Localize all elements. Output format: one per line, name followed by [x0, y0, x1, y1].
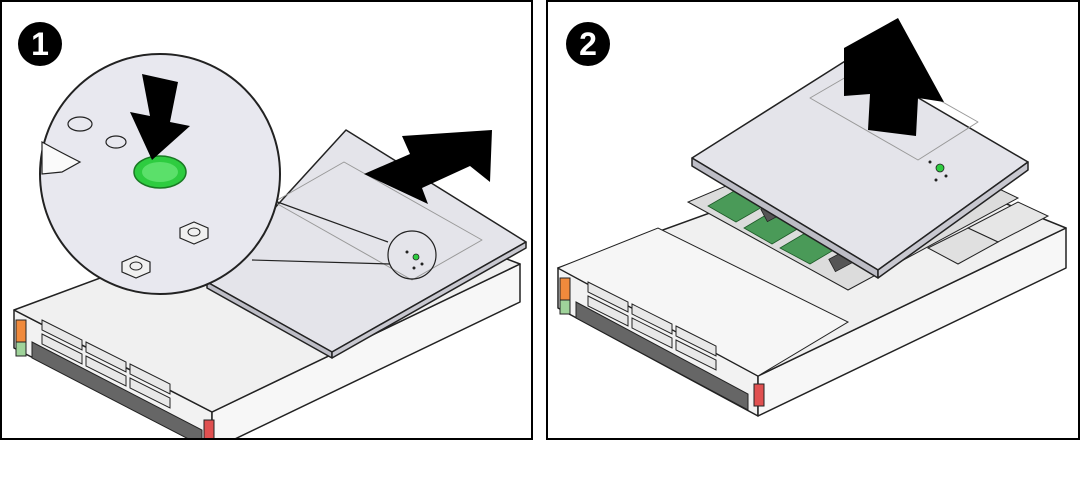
callout-leader-top — [271, 199, 389, 243]
callout-leader-bottom — [251, 259, 391, 265]
front-bezel — [559, 277, 765, 411]
front-bezel — [15, 319, 215, 438]
press-down-arrow-icon — [130, 74, 190, 160]
top-cover — [206, 129, 527, 359]
step-1-illustration — [13, 53, 527, 438]
step-2-illustration — [556, 18, 1067, 417]
step-number-badge: 2 — [566, 22, 610, 66]
lifted-top-cover — [691, 57, 1029, 279]
step-number-badge: 1 — [18, 22, 62, 66]
cover-release-area — [387, 230, 437, 280]
lift-arrow-icon — [844, 18, 944, 136]
step-2-panel: 2 — [546, 0, 1080, 440]
cover-release-button — [928, 160, 948, 182]
step-1-panel: 1 — [0, 0, 533, 440]
release-button-icon — [133, 155, 187, 189]
slide-arrow-icon — [364, 130, 492, 204]
